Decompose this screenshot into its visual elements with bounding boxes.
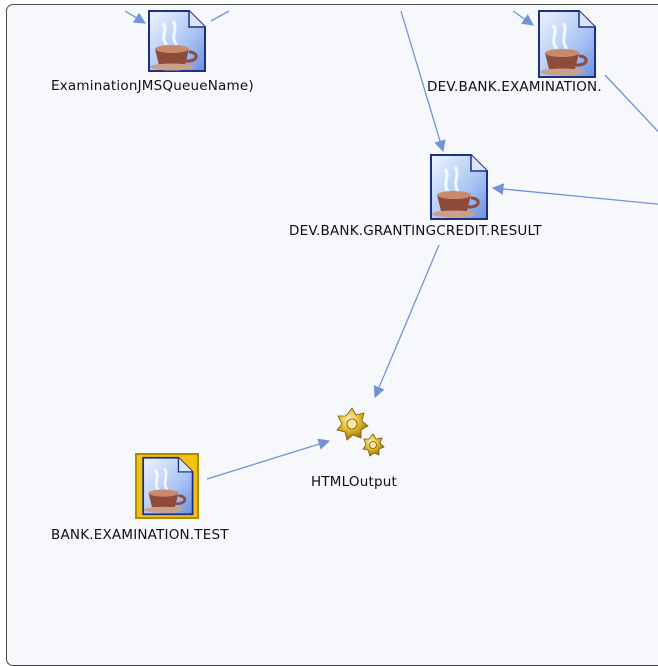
node-bank-examination-test[interactable] (135, 453, 207, 525)
node-label-granting-credit-result: DEV.BANK.GRANTINGCREDIT.RESULT (289, 223, 542, 239)
gear-output-icon (336, 407, 385, 457)
edge-into-jms-queue[interactable] (124, 10, 147, 24)
node-label-dev-bank-examination: DEV.BANK.EXAMINATION. (427, 79, 602, 95)
java-file-icon (142, 456, 194, 516)
edge-test-to-html-output[interactable] (206, 438, 331, 480)
java-file-icon (430, 154, 488, 220)
node-label-bank-examination-test: BANK.EXAMINATION.TEST (51, 527, 229, 543)
node-dev-bank-examination[interactable] (535, 9, 605, 79)
node-label-html-output: HTMLOutput (311, 474, 397, 490)
edge-into-granting-credit-top[interactable] (400, 10, 446, 153)
java-file-icon (538, 10, 596, 78)
java-file-icon (148, 10, 206, 72)
node-label-jms-queue: ExaminationJMSQueueName) (51, 78, 254, 94)
diagram-canvas[interactable]: ExaminationJMSQueueName) DEV.BANK.EXAMIN… (6, 4, 658, 666)
node-html-output[interactable] (333, 405, 393, 465)
diagram-edges (124, 10, 658, 480)
edge-into-dev-bank-examination[interactable] (512, 10, 534, 26)
edge-from-jms-queue[interactable] (210, 10, 230, 22)
edge-granting-credit-to-html-output[interactable] (373, 244, 440, 399)
edge-into-granting-credit-right[interactable] (491, 183, 658, 205)
node-jms-queue[interactable] (145, 9, 215, 73)
edge-from-dev-bank-examination[interactable] (604, 74, 658, 141)
node-granting-credit-result[interactable] (427, 153, 497, 223)
